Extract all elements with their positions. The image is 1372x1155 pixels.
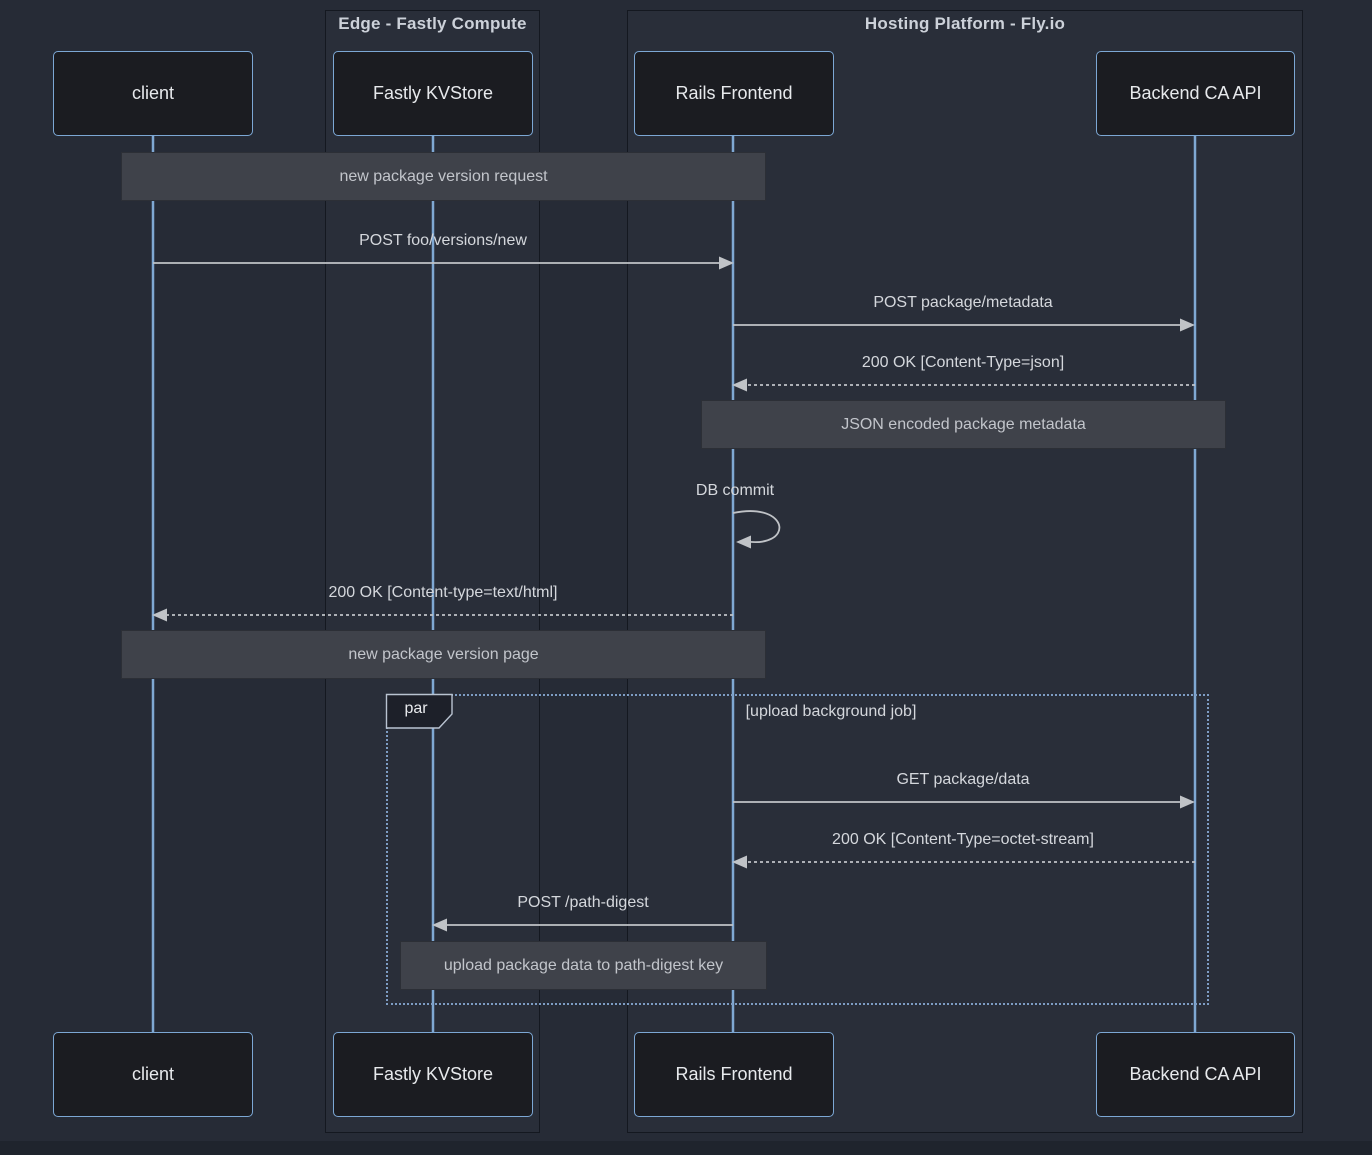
message-200-ok-text-html: 200 OK [Content-type=text/html]: [328, 584, 557, 602]
arrowhead-db-commit: [736, 536, 751, 549]
actor-bottom-client: client: [53, 1032, 253, 1117]
message-200-ok-octet-stream: 200 OK [Content-Type=octet-stream]: [832, 831, 1094, 849]
message-get-package-data: GET package/data: [896, 771, 1029, 789]
actor-top-fastly-kvstore: Fastly KVStore: [333, 51, 533, 136]
message-post-path-digest: POST /path-digest: [517, 894, 648, 912]
message-post-foo-versions-new: POST foo/versions/new: [359, 232, 527, 250]
note-upload-package-data: upload package data to path-digest key: [400, 941, 767, 990]
message-post-package-metadata: POST package/metadata: [873, 294, 1052, 312]
par-condition: [upload background job]: [746, 703, 917, 721]
actor-bottom-fastly-kvstore: Fastly KVStore: [333, 1032, 533, 1117]
note-new-package-version-page: new package version page: [121, 630, 766, 679]
par-label: par: [388, 700, 444, 718]
actor-top-backend-ca-api: Backend CA API: [1096, 51, 1295, 136]
arrowhead-post-package-metadata: [1180, 319, 1195, 332]
arrow-db-commit-loop: [733, 511, 779, 542]
message-db-commit: DB commit: [696, 482, 774, 500]
actor-top-client: client: [53, 51, 253, 136]
actor-top-rails-frontend: Rails Frontend: [634, 51, 834, 136]
actor-bottom-backend-ca-api: Backend CA API: [1096, 1032, 1295, 1117]
note-new-package-version-request: new package version request: [121, 152, 766, 201]
note-json-encoded-package-metadata: JSON encoded package metadata: [701, 400, 1226, 449]
message-200-ok-json: 200 OK [Content-Type=json]: [862, 354, 1064, 372]
actor-bottom-rails-frontend: Rails Frontend: [634, 1032, 834, 1117]
